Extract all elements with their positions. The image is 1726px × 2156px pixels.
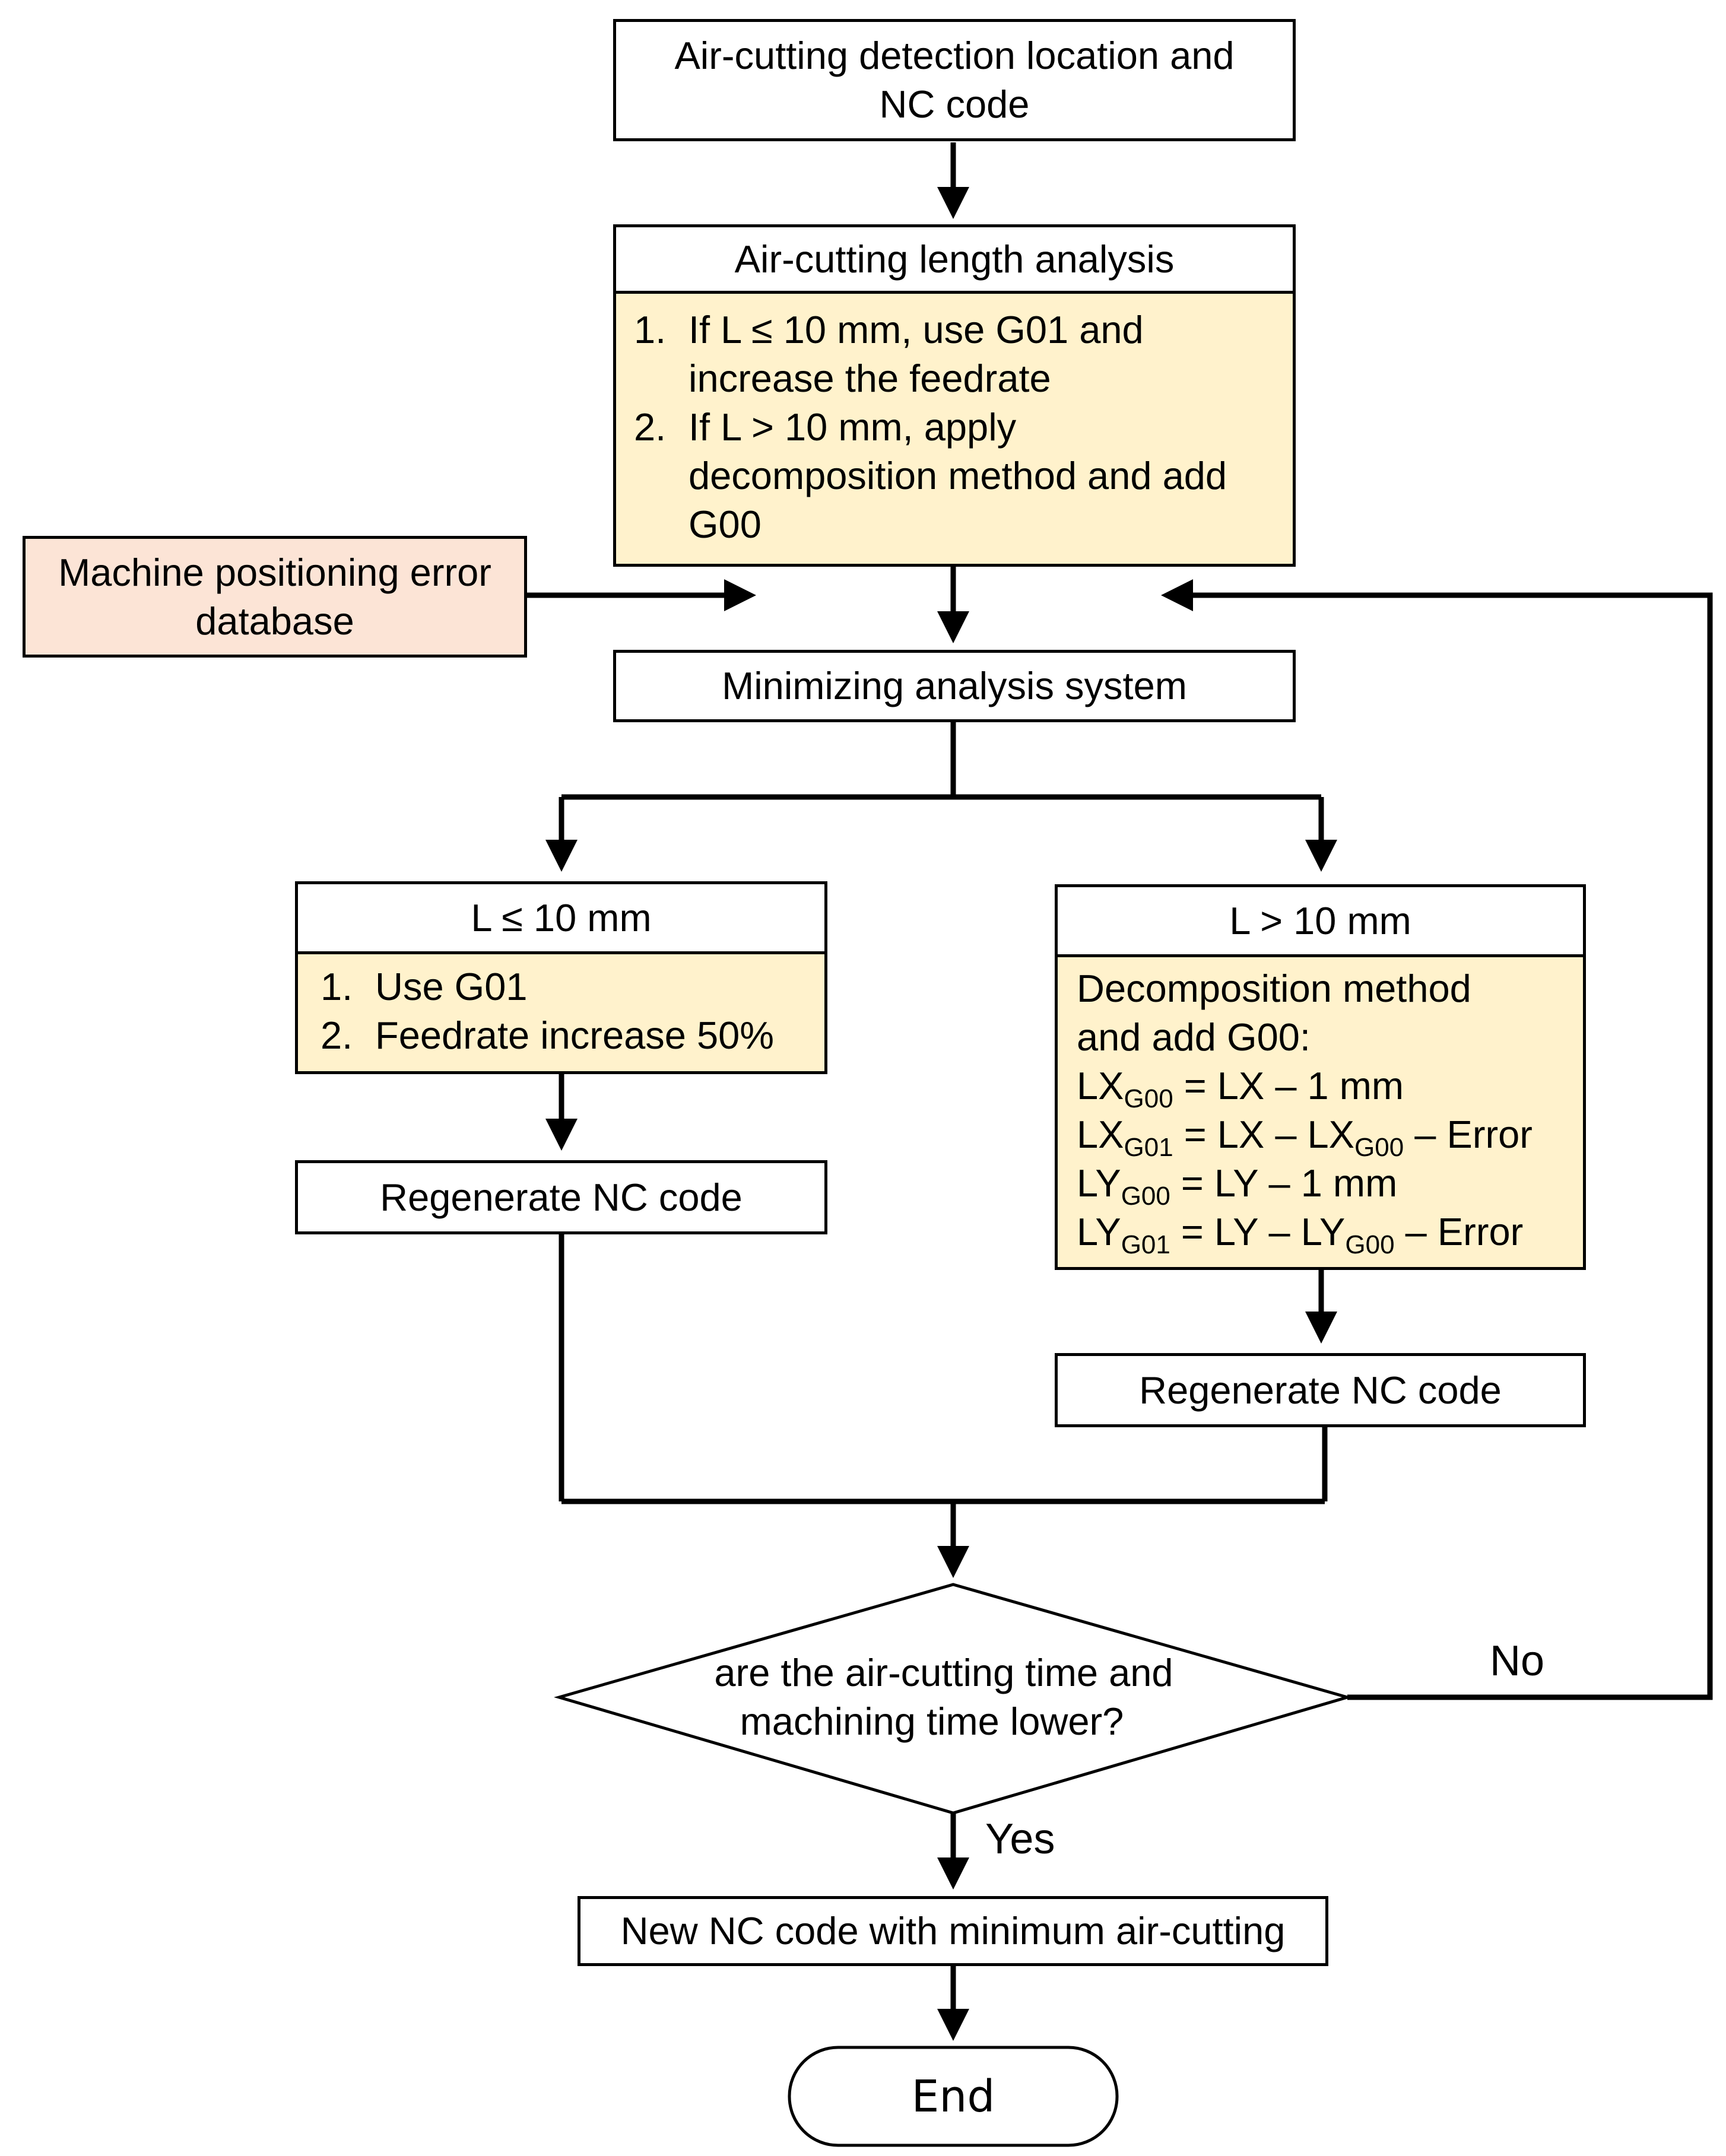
eq1-a: LX (1077, 1064, 1124, 1107)
decision-line2: machining time lower? (740, 1700, 1124, 1743)
analysis-box: Air-cutting length analysis 1. If L ≤ 10… (613, 224, 1296, 567)
analysis-item-1: 1. If L ≤ 10 mm, use G01 and increase th… (634, 306, 1275, 403)
equation-4: LYG01 = LY – LYG00 – Error (1077, 1208, 1566, 1259)
eq1-b: = LX – 1 mm (1173, 1064, 1404, 1107)
analysis-item-1-line1: If L ≤ 10 mm, use G01 and (689, 308, 1144, 351)
end-label: End (911, 2071, 995, 2122)
start-line2: NC code (879, 82, 1030, 126)
right-line1: Decomposition method (1077, 967, 1471, 1010)
analysis-item-2: 2. If L > 10 mm, apply decomposition met… (634, 403, 1275, 549)
eq2-a-sub: G01 (1124, 1133, 1173, 1162)
analysis-item-2-line2: decomposition method and add (689, 454, 1227, 497)
analysis-item-2-line3: G00 (689, 503, 762, 546)
left-item-2-num: 2. (321, 1014, 353, 1057)
eq2-d: – Error (1404, 1113, 1533, 1156)
eq3-a: LY (1077, 1161, 1121, 1205)
left-branch-box: L ≤ 10 mm 1. Use G01 2. Feedrate increas… (295, 881, 827, 1074)
right-branch-title: L > 10 mm (1058, 887, 1583, 957)
yes-label: Yes (985, 1815, 1055, 1863)
left-item-1: 1. Use G01 (321, 963, 802, 1011)
left-regenerate-box: Regenerate NC code (295, 1160, 827, 1234)
left-branch-body: 1. Use G01 2. Feedrate increase 50% (298, 954, 824, 1071)
minimizing-box: Minimizing analysis system (613, 650, 1296, 722)
eq2-a: LX (1077, 1113, 1124, 1156)
result-box: New NC code with minimum air-cutting (578, 1896, 1328, 1966)
left-item-1-text: Use G01 (375, 965, 528, 1008)
eq4-b: = LY – LY (1170, 1210, 1346, 1253)
equation-3: LYG00 = LY – 1 mm (1077, 1159, 1566, 1211)
left-branch-title: L ≤ 10 mm (298, 884, 824, 954)
analysis-body: 1. If L ≤ 10 mm, use G01 and increase th… (616, 294, 1293, 564)
left-item-2-text: Feedrate increase 50% (375, 1014, 775, 1057)
left-item-2: 2. Feedrate increase 50% (321, 1011, 802, 1060)
decision-line1: are the air-cutting time and (714, 1651, 1173, 1694)
eq4-a: LY (1077, 1210, 1121, 1253)
right-branch-box: L > 10 mm Decomposition method and add G… (1055, 884, 1586, 1270)
analysis-item-2-num: 2. (634, 405, 667, 449)
eq3-b: = LY – 1 mm (1170, 1161, 1398, 1205)
equation-2: LXG01 = LX – LXG00 – Error (1077, 1110, 1566, 1162)
database-line1: Machine positioning error (58, 550, 491, 594)
right-line2: and add G00: (1077, 1015, 1311, 1059)
analysis-title: Air-cutting length analysis (616, 227, 1293, 294)
decision-diamond (554, 1583, 1353, 1815)
no-loop-line (1161, 579, 1713, 1700)
no-label: No (1490, 1637, 1545, 1685)
start-box: Air-cutting detection location and NC co… (613, 19, 1296, 141)
equation-1: LXG00 = LX – 1 mm (1077, 1062, 1566, 1113)
eq2-c-sub: G00 (1354, 1133, 1404, 1162)
end-terminator (788, 2046, 1119, 2147)
right-branch-body: Decomposition method and add G00: LXG00 … (1058, 957, 1583, 1267)
eq4-a-sub: G01 (1121, 1230, 1170, 1259)
start-line1: Air-cutting detection location and (674, 34, 1235, 77)
analysis-item-2-line1: If L > 10 mm, apply (689, 405, 1017, 449)
right-regenerate-box: Regenerate NC code (1055, 1353, 1586, 1427)
eq1-a-sub: G00 (1124, 1084, 1173, 1113)
analysis-item-1-num: 1. (634, 308, 667, 351)
eq4-c-sub: G00 (1345, 1230, 1395, 1259)
database-line2: database (195, 599, 354, 643)
eq4-d: – Error (1394, 1210, 1524, 1253)
eq3-a-sub: G00 (1121, 1182, 1170, 1211)
eq2-b: = LX – LX (1173, 1113, 1355, 1156)
analysis-item-1-line2: increase the feedrate (689, 357, 1051, 400)
database-box: Machine positioning error database (23, 536, 527, 658)
left-item-1-num: 1. (321, 965, 353, 1008)
decision-text: are the air-cutting time and machining t… (653, 1649, 1246, 1746)
